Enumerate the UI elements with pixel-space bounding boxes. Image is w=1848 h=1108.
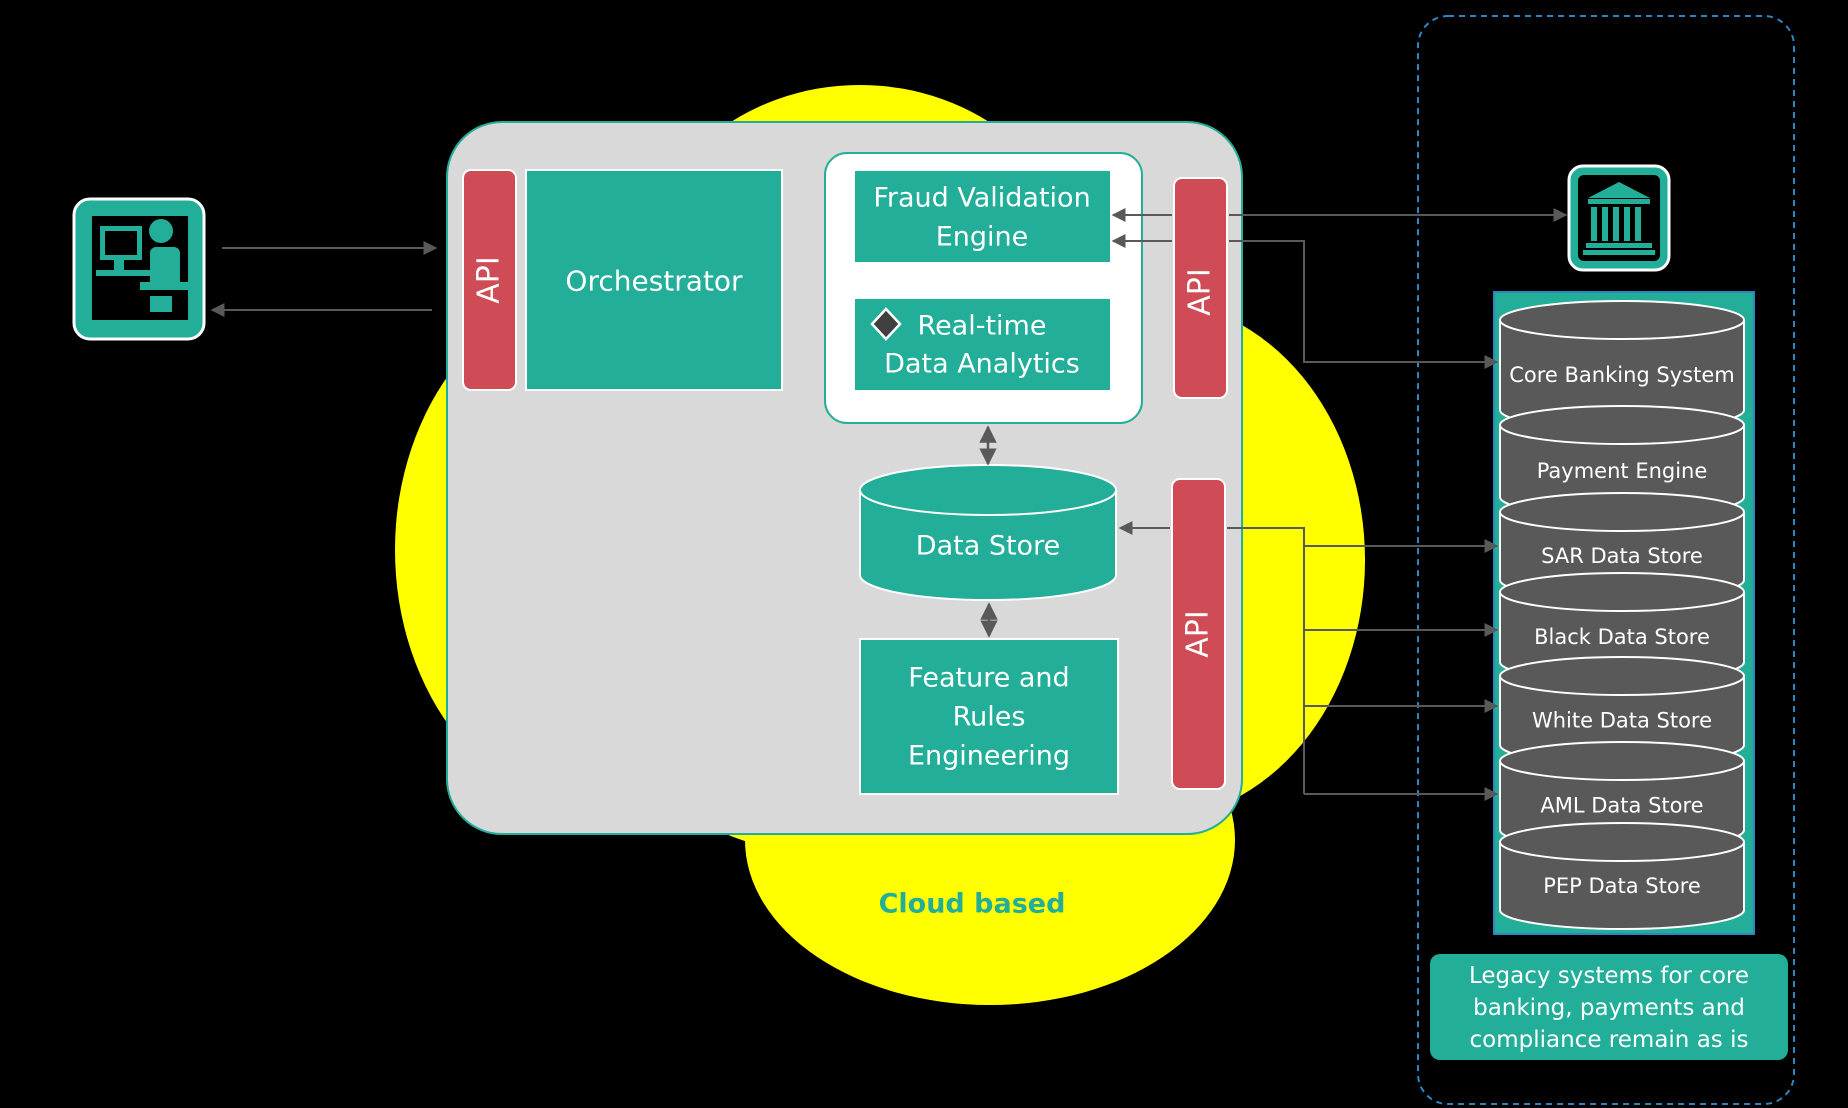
api-bottom-connectors <box>1118 521 1499 801</box>
legacy-store-pep-data-store: PEP Data Store <box>1499 822 1745 930</box>
orchestrator-label: Orchestrator <box>565 265 743 298</box>
data-store-label: Data Store <box>916 531 1060 562</box>
api-left-label: API <box>472 256 507 303</box>
api-right-top: API <box>1173 177 1228 399</box>
feature-rules-box: Feature and Rules Engineering <box>859 638 1119 795</box>
cloud-label: Cloud based <box>879 889 1066 920</box>
api-right-bottom: API <box>1171 478 1226 790</box>
api-right-bottom-label: API <box>1181 610 1216 657</box>
legacy-caption-line-3: compliance remain as is <box>1470 1027 1749 1053</box>
legacy-caption: Legacy systems for core banking, payment… <box>1430 954 1788 1060</box>
realtime-analytics-box: Real-time Data Analytics <box>855 299 1110 390</box>
legacy-boundary <box>1417 15 1795 1105</box>
realtime-analytics-line-1: Real-time <box>918 311 1047 342</box>
feature-rules-line-2: Rules <box>953 702 1026 733</box>
legacy-store-label: AML Data Store <box>1540 794 1703 818</box>
legacy-store-label: Payment Engine <box>1537 459 1708 483</box>
orchestrator-box: Orchestrator <box>525 169 783 391</box>
fraud-validation-engine-line-1: Fraud Validation <box>873 183 1090 214</box>
api-right-top-label: API <box>1183 268 1218 315</box>
bank-building-icon <box>1567 164 1671 272</box>
diamond-icon <box>870 307 902 341</box>
user-at-computer-icon <box>72 197 206 341</box>
api-left: API <box>462 169 517 391</box>
data-store-cylinder: Data Store <box>859 464 1117 601</box>
fraud-validation-engine-box: Fraud Validation Engine <box>855 171 1110 262</box>
feature-rules-line-1: Feature and <box>908 663 1069 694</box>
legacy-store-label: SAR Data Store <box>1541 544 1703 568</box>
legacy-store-payment-engine: Payment Engine <box>1499 405 1745 517</box>
legacy-caption-line-1: Legacy systems for core <box>1469 963 1749 989</box>
api-top-connectors <box>1111 208 1568 369</box>
fraud-validation-engine-line-2: Engine <box>936 222 1029 253</box>
realtime-analytics-line-2: Data Analytics <box>884 349 1080 380</box>
legacy-caption-line-2: banking, payments and <box>1473 995 1745 1021</box>
legacy-store-label: White Data Store <box>1532 709 1712 733</box>
legacy-store-label: PEP Data Store <box>1543 874 1701 898</box>
legacy-store-label: Core Banking System <box>1509 363 1734 387</box>
legacy-store-label: Black Data Store <box>1534 625 1710 649</box>
legacy-store-core-banking-system: Core Banking System <box>1499 300 1745 430</box>
feature-rules-line-3: Engineering <box>908 741 1070 772</box>
